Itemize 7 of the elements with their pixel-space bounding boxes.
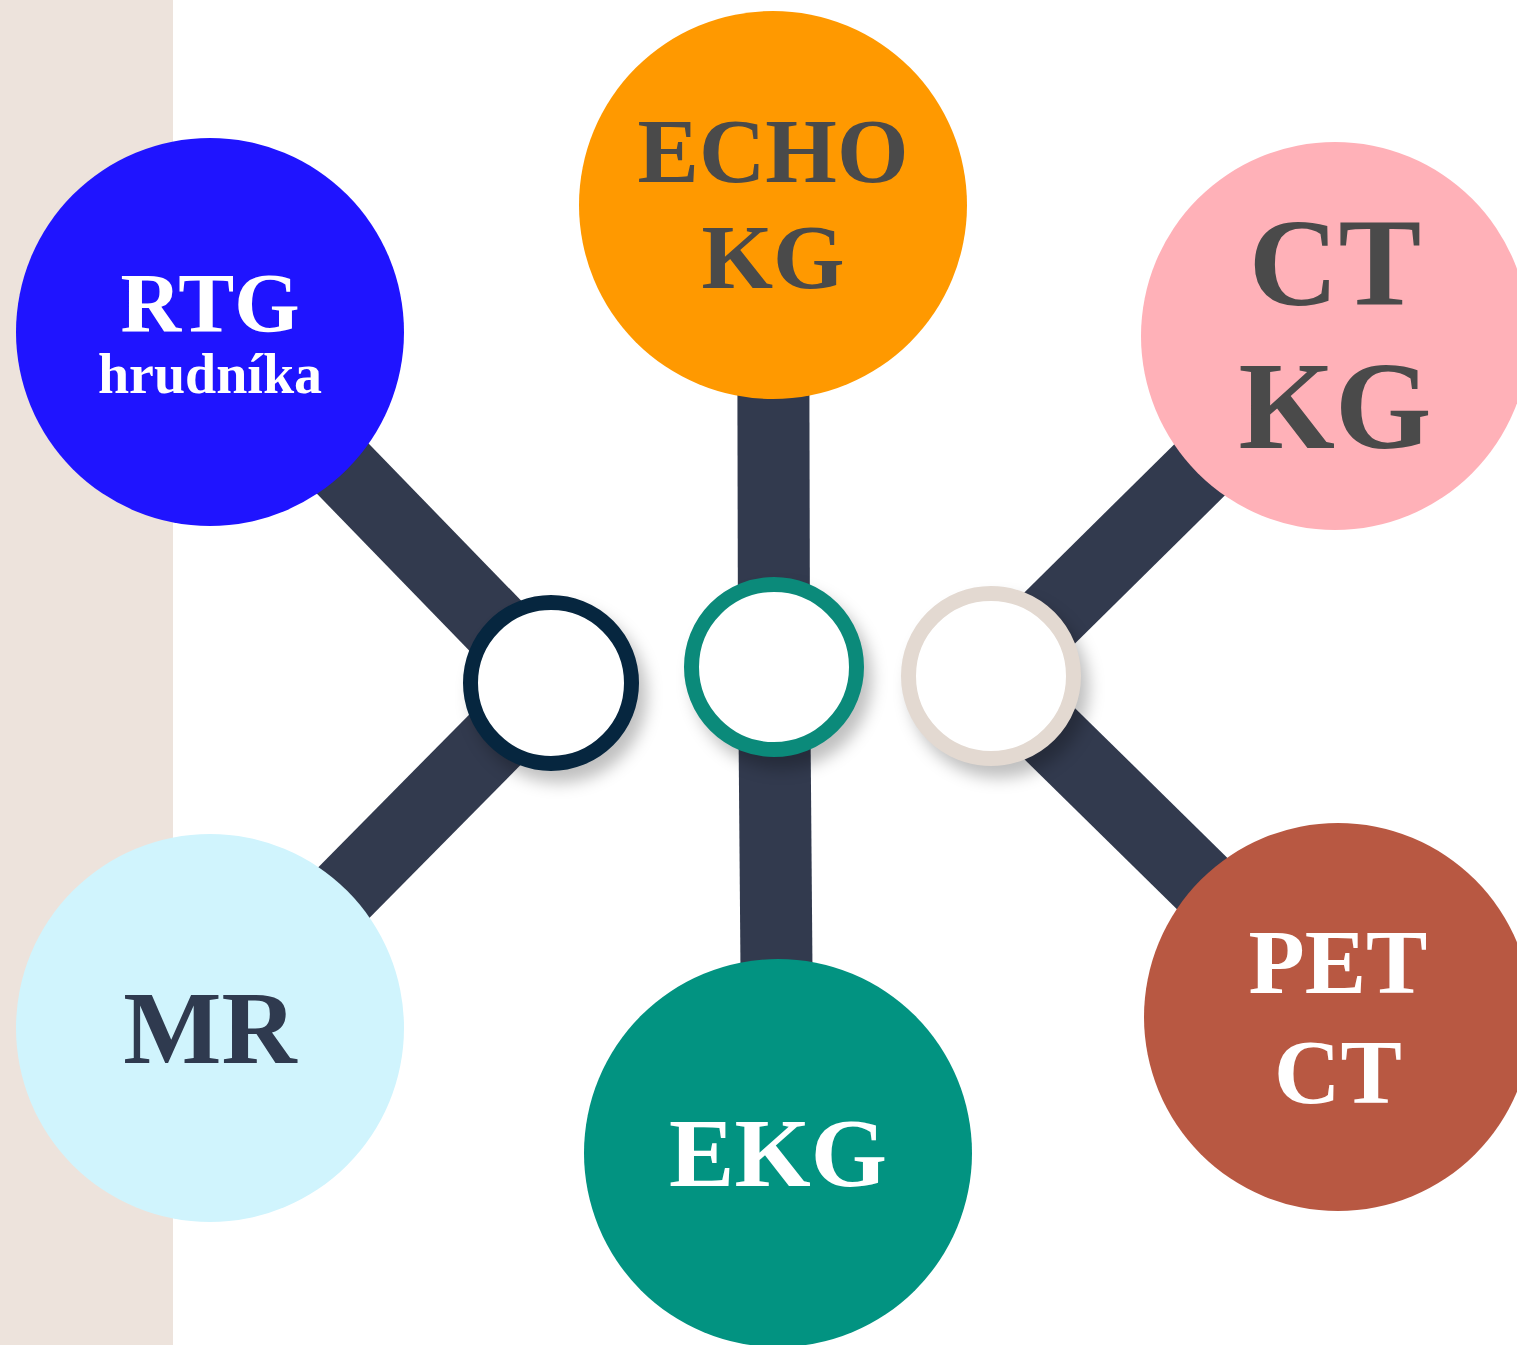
topic-label: RTG	[119, 262, 301, 346]
topic-label: EKG	[668, 1104, 888, 1202]
topic-label: CT KG	[1237, 194, 1433, 477]
topic-label: hrudníka	[96, 346, 324, 402]
topic-label: MR	[122, 976, 299, 1080]
topic-label: ECHO KG	[636, 99, 910, 310]
topic-label: PET CT	[1247, 909, 1429, 1125]
